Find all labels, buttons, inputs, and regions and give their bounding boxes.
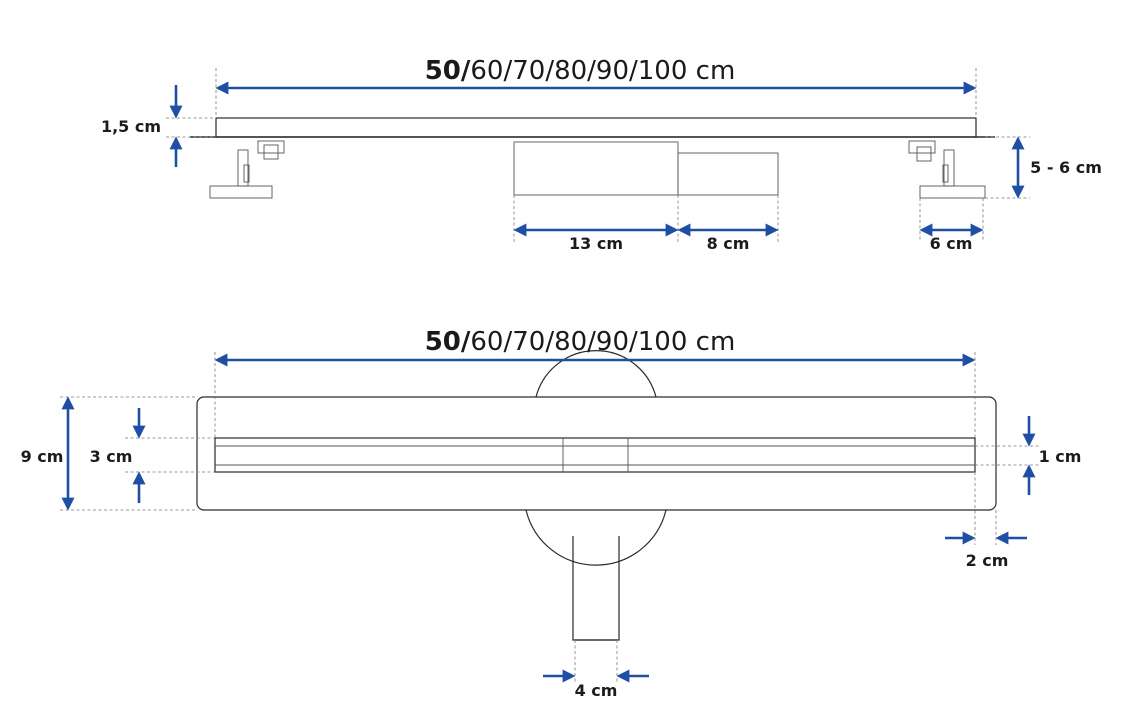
grate — [214, 437, 976, 473]
length-label: 50/60/70/80/90/100 cm — [425, 56, 736, 86]
plan-length-label: 50/60/70/80/90/100 cm — [425, 327, 736, 357]
right-foot — [908, 140, 986, 199]
trap-width-label: 13 cm — [569, 234, 623, 253]
outlet-pipe — [572, 536, 620, 641]
trap-box — [513, 141, 679, 196]
foot-height-label: 5 - 6 cm — [1030, 158, 1102, 177]
outlet-box — [677, 152, 779, 196]
foot-width-label: 6 cm — [930, 234, 973, 253]
gap-label: 1 cm — [1039, 447, 1082, 466]
trap-circle-bottom — [525, 509, 667, 566]
plan-view: 50/60/70/80/90/100 cm 9 cm 3 cm 1 cm 2 c… — [21, 327, 1082, 700]
trap-circle-top — [535, 350, 657, 398]
grate-width-label: 3 cm — [90, 447, 133, 466]
outlet-width-label: 8 cm — [707, 234, 750, 253]
pipe-diameter-label: 4 cm — [575, 681, 618, 700]
channel-body — [215, 117, 977, 138]
side-view: 50/60/70/80/90/100 cm 1,5 cm 5 - 6 cm 13… — [101, 56, 1102, 253]
flange-label: 2 cm — [966, 551, 1009, 570]
total-width-label: 9 cm — [21, 447, 64, 466]
flange-outline — [196, 396, 997, 511]
height-label: 1,5 cm — [101, 117, 161, 136]
left-foot — [209, 140, 285, 199]
